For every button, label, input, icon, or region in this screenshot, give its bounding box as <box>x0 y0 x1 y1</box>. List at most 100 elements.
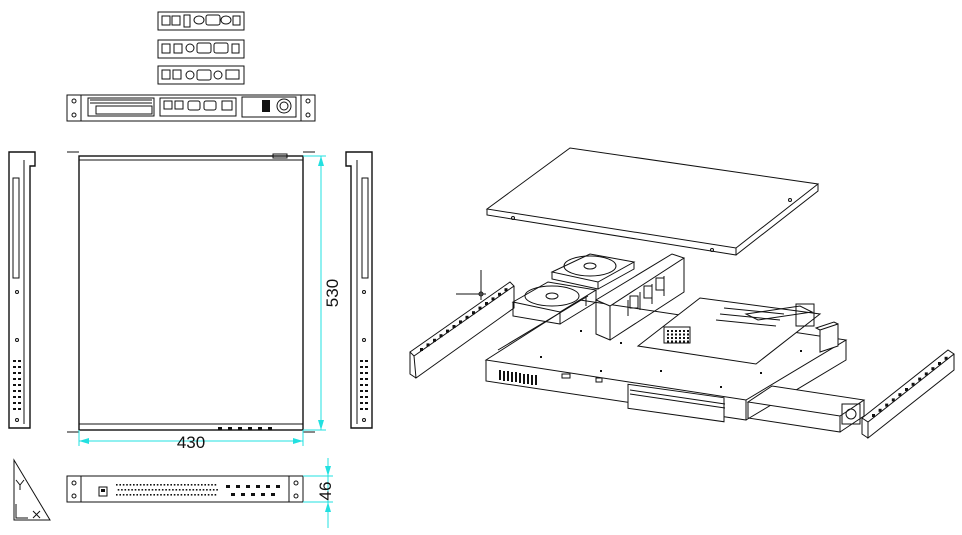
ear-slot <box>420 348 423 351</box>
vent-hole <box>167 484 169 486</box>
vent-hole <box>167 494 169 496</box>
vent-hole <box>180 494 183 496</box>
vent-hole <box>214 484 217 486</box>
vent-hole <box>194 494 196 496</box>
vent-hole <box>190 494 193 496</box>
heatsink-fin <box>679 333 681 336</box>
ear-slot <box>911 382 915 386</box>
power-supply-unit <box>746 385 866 433</box>
vent-hole <box>172 489 174 491</box>
heatsink-fin <box>667 330 669 332</box>
ear-slot <box>891 398 895 402</box>
vent-hole <box>201 494 203 496</box>
chassis-screw <box>760 372 762 374</box>
chassis-screw <box>720 386 722 388</box>
vent-hole <box>180 484 183 486</box>
vent-hole <box>212 489 215 491</box>
heatsink-fin <box>683 337 685 339</box>
chassis-screw <box>600 370 602 372</box>
vent-hole <box>190 484 193 486</box>
vent-hole <box>158 489 161 491</box>
depth-dimension <box>303 155 326 431</box>
vent-hole <box>163 494 166 496</box>
vent-hole <box>184 484 186 486</box>
vent-hole <box>168 489 171 491</box>
vent-hole <box>139 484 142 486</box>
vent-hole <box>126 484 128 486</box>
height-dimension-label: 46 <box>316 482 335 501</box>
vent-hole <box>124 489 127 491</box>
vent-hole <box>133 494 135 496</box>
heatsink-fin <box>679 340 681 343</box>
vent-hole <box>119 494 121 496</box>
vent-hole <box>195 489 198 491</box>
top-view <box>67 151 315 433</box>
vent-hole <box>189 489 191 491</box>
vent-hole <box>160 494 162 496</box>
heatsink-fin <box>675 337 677 339</box>
vent-hole <box>117 489 120 491</box>
vent-hole <box>216 489 218 491</box>
vent-hole <box>127 489 130 491</box>
vent-hole <box>151 489 154 491</box>
vent-hole <box>185 489 188 491</box>
vent-hole <box>126 494 128 496</box>
vent-hole <box>160 484 162 486</box>
vent-hole <box>144 489 147 491</box>
vent-hole <box>199 489 201 491</box>
vent-hole <box>170 484 172 486</box>
vent-hole <box>201 484 203 486</box>
heatsink-fin <box>671 340 673 343</box>
ear-slot <box>878 408 882 412</box>
vent-hole <box>204 494 206 496</box>
heatsink-fin <box>667 333 669 336</box>
vent-hole <box>153 484 155 486</box>
vent-hole <box>122 484 125 486</box>
left-rack-ear <box>409 270 515 379</box>
ear-slot <box>491 297 495 301</box>
vent-hole <box>192 489 195 491</box>
vent-hole <box>173 484 176 486</box>
vent-hole <box>211 494 213 496</box>
vent-hole <box>146 484 149 486</box>
vent-hole <box>146 494 149 496</box>
ear-slot <box>885 403 889 407</box>
ear-slot <box>504 288 508 292</box>
vent-hole <box>156 484 159 486</box>
heatsink-fin <box>679 337 681 339</box>
ear-slot <box>938 362 941 365</box>
vent-hole <box>175 489 178 491</box>
heatsink-fin <box>671 337 673 339</box>
right-side-view <box>345 151 373 429</box>
heatsink-fin <box>671 330 673 332</box>
vent-hole <box>182 489 184 491</box>
vent-hole <box>150 484 152 486</box>
hard-drive-upper <box>550 253 636 290</box>
io-panel-variant-1 <box>157 11 245 31</box>
vent-hole <box>122 494 125 496</box>
vent-hole <box>170 494 172 496</box>
ear-slot <box>944 356 948 360</box>
right-rack-ear <box>861 349 955 440</box>
vent-hole <box>139 494 142 496</box>
vent-hole <box>134 489 137 491</box>
heatsink-fin <box>675 340 677 343</box>
ear-slot <box>485 302 488 305</box>
io-panel-variant-2 <box>157 39 245 59</box>
front-panel-view <box>66 94 316 122</box>
vent-hole <box>194 484 196 486</box>
vent-hole <box>143 494 145 496</box>
vent-hole <box>177 494 179 496</box>
vent-hole <box>136 484 138 486</box>
vent-hole <box>187 494 189 496</box>
ear-slot <box>498 292 501 296</box>
vent-hole <box>184 494 186 496</box>
vent-hole <box>204 484 206 486</box>
depth-dimension-label: 530 <box>323 279 342 307</box>
vent-hole <box>209 489 212 491</box>
vent-hole <box>143 484 145 486</box>
vent-hole <box>207 494 210 496</box>
heatsink-fin <box>687 333 689 336</box>
heatsink-fin <box>687 330 689 332</box>
vent-hole <box>197 484 200 486</box>
